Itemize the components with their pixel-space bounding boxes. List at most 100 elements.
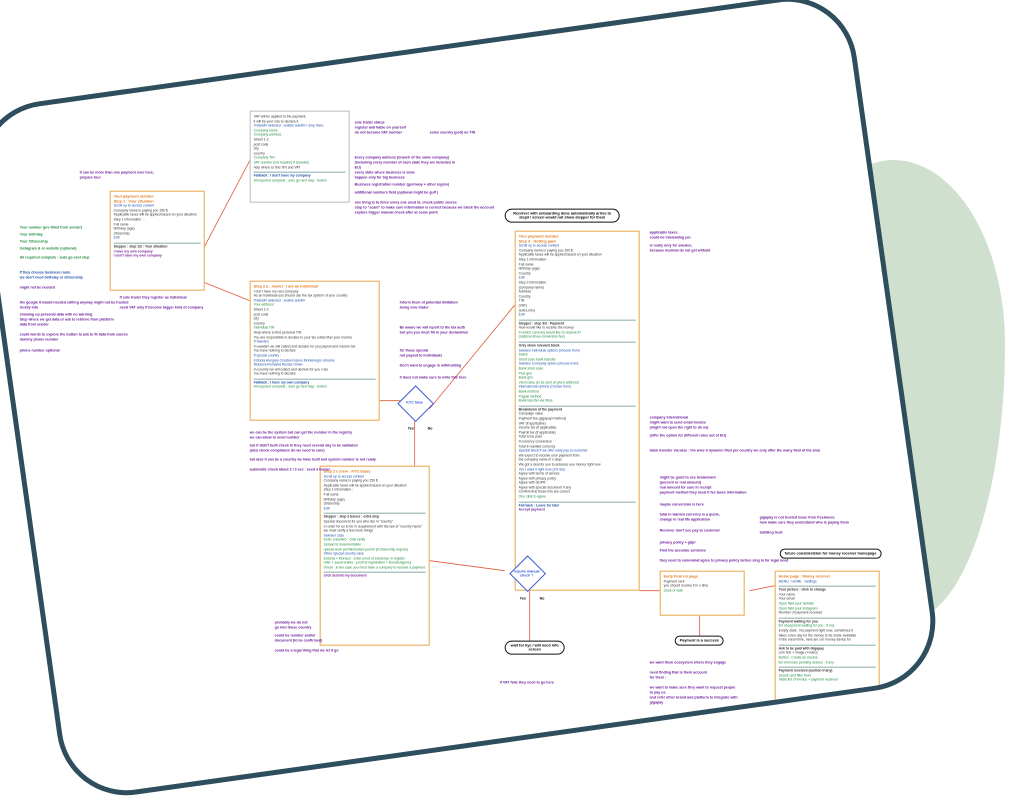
note-19d: document (to be confirmed) bbox=[275, 639, 323, 644]
note-7: If they choose business route bbox=[20, 271, 71, 276]
note-23c: real amount for sure in receipt bbox=[660, 486, 712, 491]
note-34c: and refer other brand and platform to in… bbox=[650, 696, 738, 701]
note-4c: EU) bbox=[355, 166, 361, 171]
company-line: help where to find TIN and VAT bbox=[254, 165, 346, 170]
connector-10 bbox=[750, 586, 775, 591]
note-33: need finding that is them account bbox=[650, 671, 707, 676]
note-35: All required complete : auto go next ste… bbox=[20, 256, 90, 261]
payment-success-pill: Payment is a success bbox=[675, 636, 724, 646]
note-4g: additional numbers field (optional might… bbox=[355, 191, 438, 196]
note-1: It can be more than one payment over her… bbox=[80, 171, 154, 176]
step3-line: Oman : in the case you must have a compa… bbox=[324, 566, 426, 571]
note-9: If sole trader they register as individu… bbox=[120, 296, 187, 301]
step4-line[interactable]: One click to agree bbox=[519, 495, 636, 500]
note-21: company international bbox=[650, 416, 688, 421]
step4-line[interactable]: Bank transfer via Wise bbox=[519, 399, 636, 404]
note-2c: do not become VAT number bbox=[355, 131, 402, 136]
step3-line: Stepper : step 2 bonus : extra step bbox=[324, 513, 426, 520]
home-card: Home page : Money receiver MENU : HOME :… bbox=[775, 571, 880, 711]
note-4e: happen only for big business bbox=[355, 176, 405, 181]
note-11: Be aware we will report to the tax auth bbox=[400, 326, 465, 331]
kyc-no: No bbox=[428, 427, 433, 432]
note-8c: showing up personal data with no warning bbox=[20, 313, 93, 318]
manual-yes: Yes bbox=[520, 597, 526, 602]
note-20: If VAT fails they need to go here bbox=[500, 681, 554, 686]
home-line: Ask to be paid with Gigapay bbox=[779, 644, 876, 651]
note-19c: could be number and/or bbox=[275, 634, 316, 639]
note-33b: for them - bbox=[650, 676, 667, 681]
note-5c: explore trigger manual check after at so… bbox=[355, 211, 438, 216]
step3-line[interactable]: Edit bbox=[324, 506, 426, 511]
step4-line: (optional show conversion fee) bbox=[519, 335, 636, 340]
step2-card: Step 2 a : model : I am an individual I … bbox=[250, 281, 380, 421]
note-39: Your number (pre-filled from sender) bbox=[20, 226, 82, 231]
note-21d: (offer the option for different rules ou… bbox=[650, 434, 726, 439]
company-next-button[interactable]: All required complete : auto go next ste… bbox=[254, 178, 346, 183]
company-card: VAT will be applied to the payment, it w… bbox=[250, 111, 350, 203]
rounded-frame: Your payment number Step 1 : Your situat… bbox=[0, 0, 944, 804]
step1-stepper-button[interactable]: Stepper : step 1/3 : Your situation bbox=[114, 243, 201, 250]
early-fund-card: Early fund on page Payment sent you shou… bbox=[660, 571, 745, 616]
note-15b: we can allow to send number bbox=[250, 436, 300, 441]
note-34d: gigapay bbox=[650, 701, 664, 706]
connector-6 bbox=[430, 561, 505, 571]
step2-next-button[interactable]: All required complete : auto go next ste… bbox=[254, 385, 376, 390]
note-25: total in wanted currency is a quote, bbox=[660, 513, 720, 518]
note-7c: might not be needed bbox=[20, 286, 55, 291]
note-14: it does not make sure to write this here bbox=[400, 376, 467, 381]
note-12b: not payout to individuals bbox=[400, 354, 443, 359]
connector-1 bbox=[200, 281, 250, 301]
note-19b: go into those country bbox=[275, 626, 312, 631]
note-17: but also it can be a country we have bui… bbox=[250, 458, 376, 463]
note-30: gigapay is not trusted issue from freela… bbox=[760, 516, 836, 521]
note-24: maybe conversion is here bbox=[660, 503, 704, 508]
home-line: Table list of invoice + payment received bbox=[779, 678, 876, 683]
note-4d: every state where business is done bbox=[355, 171, 415, 176]
future-home-pill: future consideration for money receiver … bbox=[780, 549, 882, 559]
note-8h: phone number optional bbox=[20, 349, 60, 354]
note-23: might be good to see breakdown bbox=[660, 476, 716, 481]
note-8: the google it would needed editing anywa… bbox=[20, 301, 129, 306]
note-6c: is really only for sweden, bbox=[650, 244, 693, 249]
note-5b: stop to "scam" to make sure information … bbox=[355, 206, 494, 211]
note-8d: Step where we get data or ask to retriev… bbox=[20, 318, 114, 323]
home-menu[interactable]: MENU : HOME : Settings bbox=[779, 579, 876, 584]
note-21b: might want to send email invoice bbox=[650, 421, 706, 426]
step4-fallback-button[interactable]: Fall back : Leave for later bbox=[519, 501, 636, 508]
note-27: privacy policy + gdpr bbox=[660, 541, 696, 546]
step1-choice-individual[interactable]: I don't have my own company bbox=[114, 254, 201, 259]
note-7b: we don't need birthday or citizenship bbox=[20, 276, 83, 281]
note-29: they need to somewhat agree to privacy p… bbox=[660, 559, 789, 564]
note-25b: change in real life application bbox=[660, 518, 710, 523]
step1-card: Your payment number Step 1 : Your situat… bbox=[110, 191, 205, 291]
note-23b: (percent or real amount) bbox=[660, 481, 701, 486]
flow-canvas: Your payment number Step 1 : Your situat… bbox=[0, 91, 944, 711]
note-6b: could be misleading per. bbox=[650, 236, 692, 241]
note-8g: dummy phone number bbox=[20, 338, 59, 343]
step4-line[interactable]: Edit bbox=[519, 313, 636, 318]
note-8b: trustly info bbox=[20, 306, 39, 311]
step2-fallback-button[interactable]: Fallback : I have my own company bbox=[254, 379, 376, 386]
note-10b: being sole trader bbox=[400, 306, 429, 311]
note-10: inform them of potential limitation bbox=[400, 301, 458, 306]
manual-no: No bbox=[540, 597, 545, 602]
early-fund-close[interactable]: close or wait bbox=[664, 588, 741, 593]
note-4f: Business registration number (germany + … bbox=[355, 183, 449, 188]
note-9b: need VAT only if become bigger kind of c… bbox=[120, 306, 204, 311]
note-5: one thing is to force every one used id,… bbox=[355, 201, 457, 206]
company-fallback-button[interactable]: Fallback : I don't have my company bbox=[254, 172, 346, 179]
note-18: automatic check about 2 / 3 sec : need a… bbox=[250, 468, 330, 473]
step3-submit-button[interactable]: click Submit my document bbox=[324, 572, 426, 579]
kyc-yes: Yes bbox=[408, 427, 414, 432]
step1-line[interactable]: Edit bbox=[114, 236, 201, 241]
note-37: Your birthday bbox=[20, 233, 43, 238]
note-34b: to pay us bbox=[650, 691, 666, 696]
note-11b: but you you must fill in your declaratio… bbox=[400, 331, 468, 336]
note-26: Receiver don't see pay to customer bbox=[660, 529, 720, 534]
note-8e: data from sender bbox=[20, 323, 49, 328]
accept-payment-button[interactable]: Accept payment bbox=[519, 508, 636, 513]
home-line[interactable]: Your picture : click to change bbox=[779, 586, 876, 593]
note-12: for those special bbox=[400, 349, 429, 354]
home-line: Number of payment received bbox=[779, 611, 876, 616]
